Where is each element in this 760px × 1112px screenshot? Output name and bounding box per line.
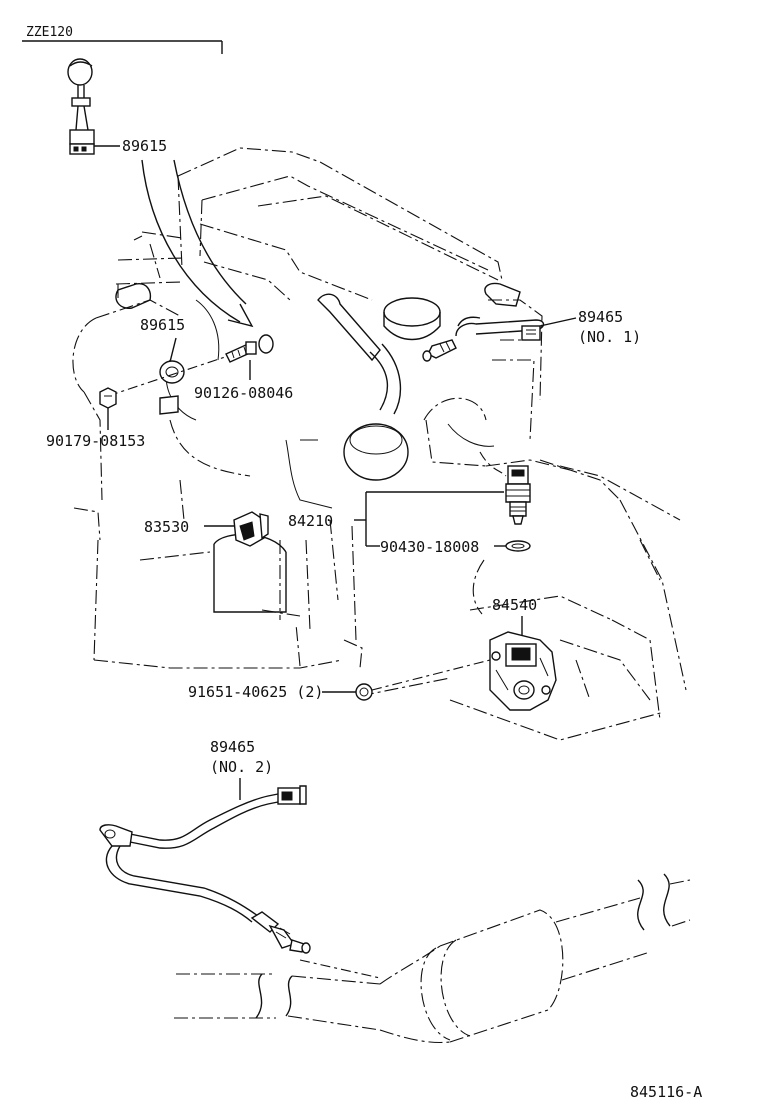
label-89465-no1-position: (NO. 1) bbox=[578, 328, 641, 346]
oil-pressure-switch[interactable] bbox=[233, 511, 269, 547]
label-83530: 83530 bbox=[144, 518, 189, 536]
label-90430-18008: 90430-18008 bbox=[380, 538, 479, 556]
label-90126-08046: 90126-08046 bbox=[194, 384, 293, 402]
label-84540: 84540 bbox=[492, 596, 537, 614]
oxygen-sensor-no2[interactable] bbox=[99, 785, 311, 954]
model-code-header: ZZE120 bbox=[22, 25, 223, 54]
exhaust-pipe bbox=[174, 873, 691, 1043]
bolt-90126[interactable] bbox=[225, 334, 274, 363]
label-91651-40625: 91651-40625 (2) bbox=[188, 683, 323, 701]
knock-sensor-engine[interactable] bbox=[159, 360, 185, 415]
water-temp-sensor[interactable] bbox=[505, 465, 531, 525]
label-84210: 84210 bbox=[288, 512, 333, 530]
neutral-start-switch[interactable] bbox=[489, 631, 557, 711]
gasket-90430[interactable] bbox=[505, 540, 531, 552]
knock-sensor-top[interactable] bbox=[67, 58, 95, 155]
bolt-91651[interactable] bbox=[355, 683, 373, 701]
oxygen-sensor-no1[interactable] bbox=[422, 316, 545, 362]
engine-block-outline bbox=[72, 147, 687, 741]
label-89465-no2: 89465 bbox=[210, 738, 255, 756]
label-89465-no2-position: (NO. 2) bbox=[210, 758, 273, 776]
label-90179-08153: 90179-08153 bbox=[46, 432, 145, 450]
label-89615-engine: 89615 bbox=[140, 316, 185, 334]
engine-features bbox=[115, 282, 521, 613]
label-89465-no1: 89465 bbox=[578, 308, 623, 326]
model-code-label: ZZE120 bbox=[26, 25, 73, 40]
diagram-id: 845116-A bbox=[630, 1083, 702, 1101]
label-89615-top: 89615 bbox=[122, 137, 167, 155]
nut-90179[interactable] bbox=[99, 387, 117, 409]
